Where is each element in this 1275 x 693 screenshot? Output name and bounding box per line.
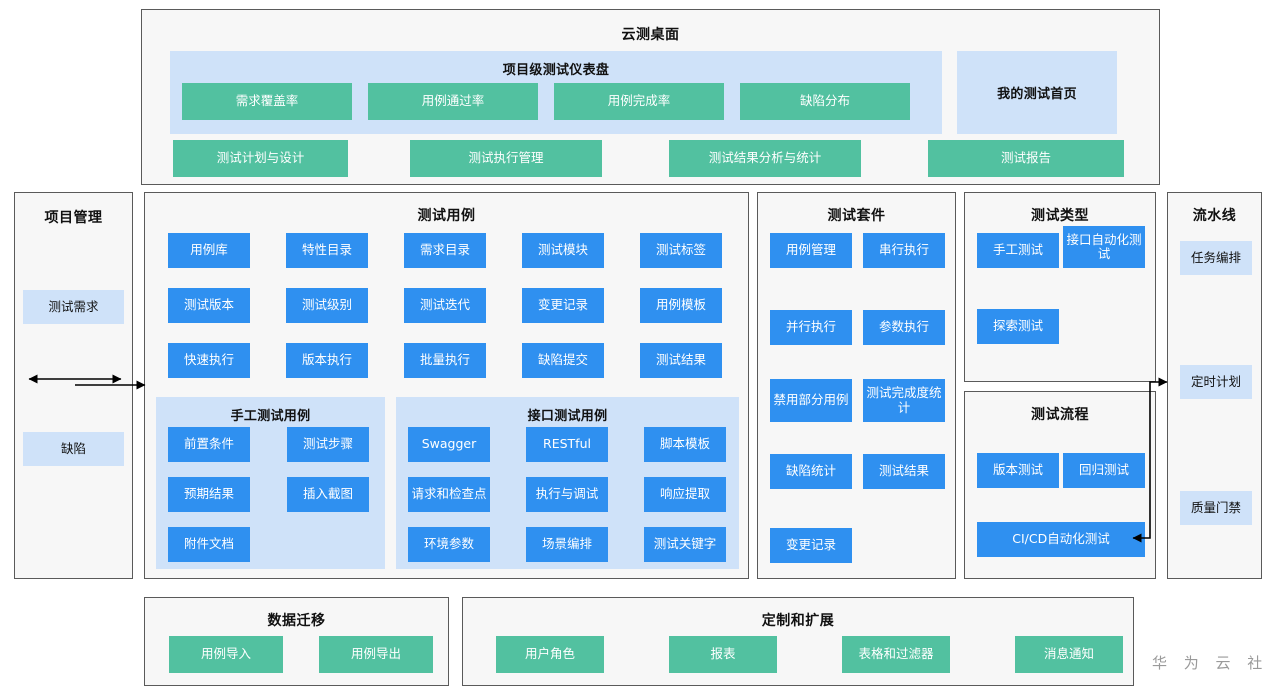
metric-case-completion-rate[interactable]: 用例完成率 [554, 83, 724, 120]
panel-cloud-test-desktop: 云测桌面 项目级测试仪表盘 需求覆盖率 用例通过率 用例完成率 缺陷分布 我的测… [141, 9, 1160, 185]
panel-test-case: 测试用例 用例库 特性目录 需求目录 测试模块 测试标签 测试版本 测试级别 测… [144, 192, 749, 579]
suite-chip-parallel-execution[interactable]: 并行执行 [770, 310, 852, 345]
action-test-execution-management[interactable]: 测试执行管理 [410, 140, 602, 177]
case-chip-case-template[interactable]: 用例模板 [640, 288, 722, 323]
api-chip-scenario-orchestration[interactable]: 场景编排 [526, 527, 608, 562]
case-chip-test-version[interactable]: 测试版本 [168, 288, 250, 323]
migration-chip-case-export[interactable]: 用例导出 [319, 636, 433, 673]
subpanel-project-dashboard: 项目级测试仪表盘 需求覆盖率 用例通过率 用例完成率 缺陷分布 [170, 51, 942, 134]
panel-title-test-type: 测试类型 [1031, 208, 1089, 224]
api-chip-swagger[interactable]: Swagger [408, 427, 490, 462]
suite-chip-change-record[interactable]: 变更记录 [770, 528, 852, 563]
panel-pipeline: 流水线 任务编排 定时计划 质量门禁 [1167, 192, 1262, 579]
panel-title-customization: 定制和扩展 [761, 613, 835, 629]
api-chip-script-template[interactable]: 脚本模板 [644, 427, 726, 462]
custom-chip-report[interactable]: 报表 [669, 636, 777, 673]
pipeline-chip-scheduled-plan[interactable]: 定时计划 [1180, 365, 1252, 399]
api-chip-environment-parameters[interactable]: 环境参数 [408, 527, 490, 562]
api-chip-request-and-checkpoint[interactable]: 请求和检查点 [408, 477, 490, 512]
api-chip-test-keyword[interactable]: 测试关键字 [644, 527, 726, 562]
type-chip-api-automation-test[interactable]: 接口自动化测试 [1063, 226, 1145, 268]
metric-defect-distribution[interactable]: 缺陷分布 [740, 83, 910, 120]
panel-test-type: 测试类型 手工测试 接口自动化测试 探索测试 [964, 192, 1156, 382]
case-chip-defect-submit[interactable]: 缺陷提交 [522, 343, 604, 378]
case-chip-requirement-catalog[interactable]: 需求目录 [404, 233, 486, 268]
panel-title-cloud-test-desktop: 云测桌面 [621, 27, 680, 43]
panel-title-pipeline: 流水线 [1192, 208, 1237, 224]
item-test-requirement[interactable]: 测试需求 [23, 290, 124, 324]
custom-chip-message-notification[interactable]: 消息通知 [1015, 636, 1123, 673]
suite-chip-test-result[interactable]: 测试结果 [863, 454, 945, 489]
watermark-huawei-cloud-community: 华 为 云 社 区 [1152, 654, 1275, 672]
type-chip-exploratory-test[interactable]: 探索测试 [977, 309, 1059, 344]
metric-requirement-coverage[interactable]: 需求覆盖率 [182, 83, 352, 120]
case-chip-batch-execution[interactable]: 批量执行 [404, 343, 486, 378]
type-chip-manual-test[interactable]: 手工测试 [977, 233, 1059, 268]
item-defect[interactable]: 缺陷 [23, 432, 124, 466]
suite-chip-serial-execution[interactable]: 串行执行 [863, 233, 945, 268]
flow-chip-regression-test[interactable]: 回归测试 [1063, 453, 1145, 488]
panel-title-test-suite: 测试套件 [827, 208, 886, 224]
subpanel-title-project-dashboard: 项目级测试仪表盘 [502, 63, 610, 78]
suite-chip-defect-statistics[interactable]: 缺陷统计 [770, 454, 852, 489]
custom-chip-table-and-filter[interactable]: 表格和过滤器 [842, 636, 950, 673]
panel-title-project-management: 项目管理 [44, 210, 103, 226]
panel-data-migration: 数据迁移 用例导入 用例导出 [144, 597, 449, 686]
subpanel-manual-test-case: 手工测试用例 前置条件 测试步骤 预期结果 插入截图 附件文档 [156, 397, 385, 569]
card-my-test-home[interactable]: 我的测试首页 [957, 51, 1117, 134]
panel-title-data-migration: 数据迁移 [267, 613, 326, 629]
subpanel-title-api-test-case: 接口测试用例 [527, 409, 608, 424]
suite-chip-test-completion-statistics[interactable]: 测试完成度统计 [863, 379, 945, 422]
case-chip-test-result[interactable]: 测试结果 [640, 343, 722, 378]
case-chip-test-iteration[interactable]: 测试迭代 [404, 288, 486, 323]
case-chip-version-execution[interactable]: 版本执行 [286, 343, 368, 378]
panel-customization: 定制和扩展 用户角色 报表 表格和过滤器 消息通知 [462, 597, 1134, 686]
suite-chip-case-management[interactable]: 用例管理 [770, 233, 852, 268]
panel-test-suite: 测试套件 用例管理 串行执行 并行执行 参数执行 禁用部分用例 测试完成度统计 … [757, 192, 956, 579]
action-test-report[interactable]: 测试报告 [928, 140, 1124, 177]
flow-chip-cicd-automation-test[interactable]: CI/CD自动化测试 [977, 522, 1145, 557]
migration-chip-case-import[interactable]: 用例导入 [169, 636, 283, 673]
manual-chip-expected-result[interactable]: 预期结果 [168, 477, 250, 512]
pipeline-chip-task-orchestration[interactable]: 任务编排 [1180, 241, 1252, 275]
panel-title-test-flow: 测试流程 [1031, 407, 1089, 423]
manual-chip-test-steps[interactable]: 测试步骤 [287, 427, 369, 462]
card-my-test-home-label: 我的测试首页 [997, 87, 1077, 102]
suite-chip-disable-some-cases[interactable]: 禁用部分用例 [770, 379, 852, 422]
case-chip-case-library[interactable]: 用例库 [168, 233, 250, 268]
case-chip-test-label[interactable]: 测试标签 [640, 233, 722, 268]
manual-chip-precondition[interactable]: 前置条件 [168, 427, 250, 462]
panel-test-flow: 测试流程 版本测试 回归测试 CI/CD自动化测试 [964, 391, 1156, 579]
panel-title-test-case: 测试用例 [417, 208, 476, 224]
subpanel-title-manual-test-case: 手工测试用例 [230, 409, 311, 424]
api-chip-execute-and-debug[interactable]: 执行与调试 [526, 477, 608, 512]
api-chip-restful[interactable]: RESTful [526, 427, 608, 462]
flow-chip-version-test[interactable]: 版本测试 [977, 453, 1059, 488]
metric-case-pass-rate[interactable]: 用例通过率 [368, 83, 538, 120]
case-chip-quick-execution[interactable]: 快速执行 [168, 343, 250, 378]
suite-chip-parameter-execution[interactable]: 参数执行 [863, 310, 945, 345]
pipeline-chip-quality-gate[interactable]: 质量门禁 [1180, 491, 1252, 525]
action-test-result-analysis[interactable]: 测试结果分析与统计 [669, 140, 861, 177]
case-chip-test-level[interactable]: 测试级别 [286, 288, 368, 323]
manual-chip-attachment-doc[interactable]: 附件文档 [168, 527, 250, 562]
custom-chip-user-role[interactable]: 用户角色 [496, 636, 604, 673]
case-chip-test-module[interactable]: 测试模块 [522, 233, 604, 268]
panel-project-management: 项目管理 测试需求 缺陷 [14, 192, 133, 579]
subpanel-api-test-case: 接口测试用例 Swagger RESTful 脚本模板 请求和检查点 执行与调试… [396, 397, 739, 569]
action-test-plan-design[interactable]: 测试计划与设计 [173, 140, 348, 177]
case-chip-feature-catalog[interactable]: 特性目录 [286, 233, 368, 268]
case-chip-change-record[interactable]: 变更记录 [522, 288, 604, 323]
manual-chip-insert-screenshot[interactable]: 插入截图 [287, 477, 369, 512]
api-chip-response-extraction[interactable]: 响应提取 [644, 477, 726, 512]
